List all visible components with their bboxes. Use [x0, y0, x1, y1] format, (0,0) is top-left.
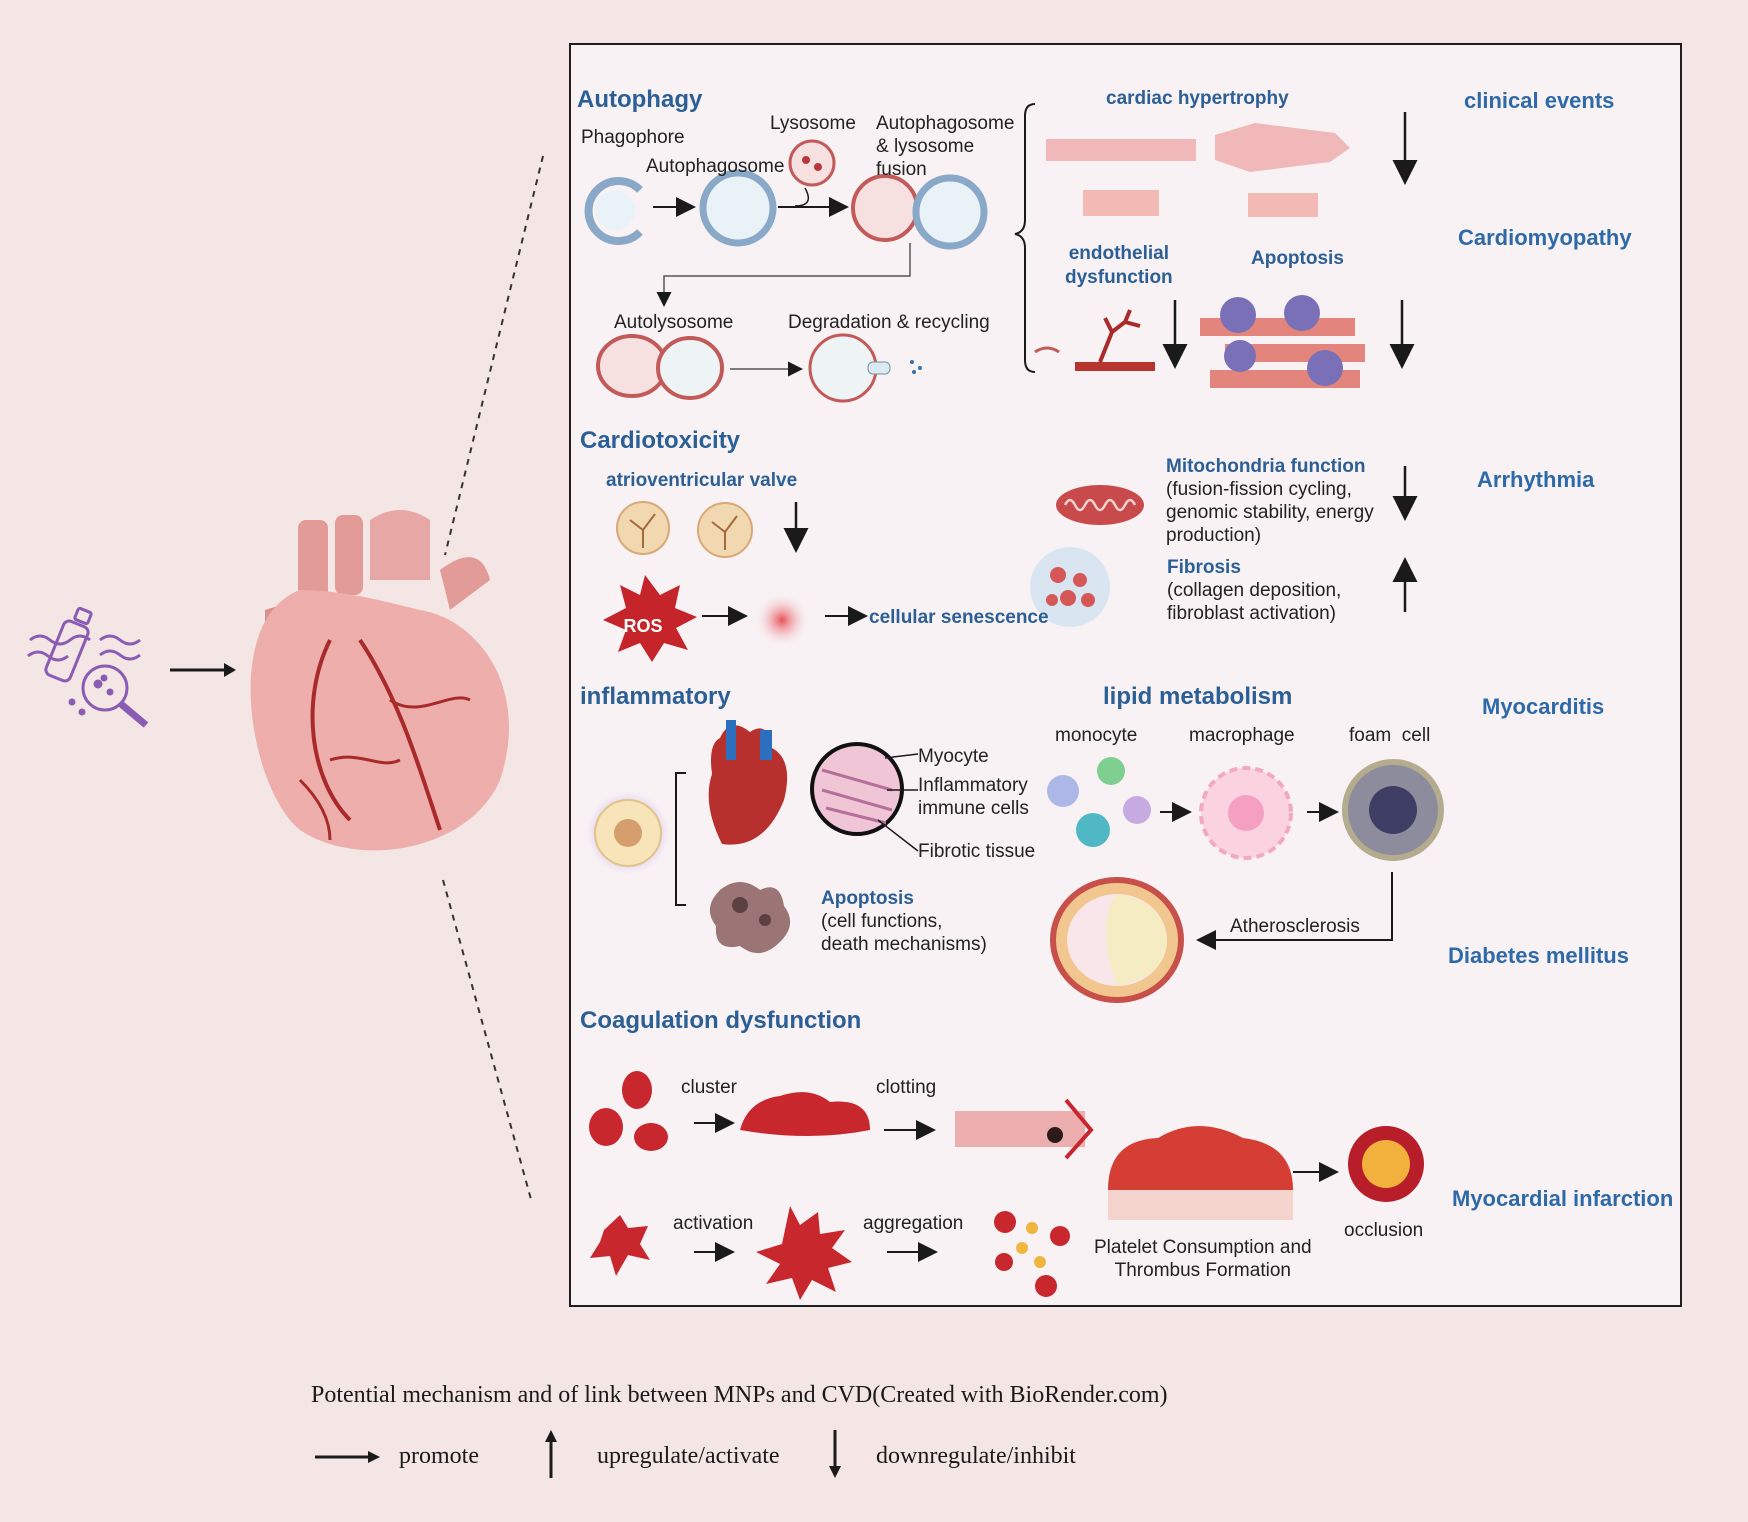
coagulation-title: Coagulation dysfunction: [580, 1007, 862, 1034]
lipid-metabolism-title: lipid metabolism: [1103, 683, 1293, 710]
arrhythmia-label: Arrhythmia: [1477, 467, 1595, 492]
foam-cell-graphic: [1342, 759, 1444, 861]
valve-graphics: [616, 501, 753, 558]
tissue-magnifier-graphic: [810, 742, 919, 852]
clotting-label: clotting: [876, 1077, 937, 1098]
figure-caption: Potential mechanism and of link between …: [311, 1382, 1168, 1408]
inflammatory-bracket: [675, 772, 686, 906]
legend-upregulate: upregulate/activate: [597, 1443, 780, 1469]
degradation-label: Degradation & recycling: [788, 312, 990, 333]
cluster-label: cluster: [681, 1077, 737, 1098]
cardiomyopathy-label: Cardiomyopathy: [1458, 225, 1632, 250]
cellular-senescence-label: cellular senescence: [869, 607, 1049, 628]
occlusion-label: occlusion: [1344, 1220, 1424, 1241]
artery-cross-section-graphic: [1050, 877, 1184, 1003]
apoptosis-myocyte-graphic: [1200, 295, 1365, 388]
aggregation-label: aggregation: [863, 1213, 964, 1234]
senescence-glow: [754, 592, 810, 648]
atrioventricular-valve-label: atrioventricular valve: [606, 470, 798, 491]
apoptotic-cell-graphic: [709, 882, 791, 954]
heart-cross-section-icon: [708, 720, 788, 845]
platelet-aggregate-graphic: [994, 1211, 1070, 1297]
foam-cell-label: foam cell: [1349, 725, 1431, 746]
downregulate-arrow-icon: [829, 1430, 841, 1478]
fusion-label: Autophagosome & lysosome fusion: [876, 113, 1015, 180]
cell-cluster-graphic: [740, 1092, 870, 1136]
platelet-graphic: [590, 1215, 650, 1276]
endothelial-graphic: [1034, 309, 1155, 371]
autophagosome-label: Autophagosome: [646, 156, 785, 177]
platelet-consumption-label: Platelet Consumption and Thrombus Format…: [1094, 1237, 1312, 1281]
ros-burst-icon: [603, 575, 697, 662]
phagophore-label: Phagophore: [581, 127, 685, 148]
dashed-connector-top: [444, 155, 544, 556]
promote-arrow-icon: [315, 1451, 380, 1463]
immune-cells-label: Inflammatory immune cells: [918, 775, 1029, 819]
myocarditis-label: Myocarditis: [1482, 694, 1605, 719]
endothelial-dysfunction-label: endothelial dysfunction: [1065, 243, 1173, 288]
inflammatory-title: inflammatory: [580, 683, 731, 710]
activation-label: activation: [673, 1213, 754, 1234]
clotting-vessel-graphic: [955, 1098, 1094, 1160]
ros-label: ROS: [623, 616, 662, 636]
monocyte-label: monocyte: [1055, 725, 1138, 746]
cardiomyocyte-graphics: [1046, 123, 1350, 217]
diabetes-label: Diabetes mellitus: [1448, 943, 1629, 968]
fusion-graphic: [851, 174, 988, 250]
phagophore-graphic: [584, 177, 643, 245]
upregulate-arrow-icon: [545, 1430, 557, 1478]
thrombus-graphic: [1108, 1126, 1293, 1190]
fibrosis-label: Fibrosis (collagen deposition, fibroblas…: [1167, 557, 1342, 624]
fibrotic-tissue-label: Fibrotic tissue: [918, 841, 1036, 862]
legend-promote: promote: [399, 1443, 479, 1469]
endothelium-layer: [1108, 1190, 1293, 1220]
exposure-arrow: [170, 663, 236, 677]
legend-downregulate: downregulate/inhibit: [876, 1443, 1076, 1469]
dashed-connector-bottom: [442, 879, 533, 1204]
cardiotoxicity-title: Cardiotoxicity: [580, 427, 741, 454]
inflammatory-apoptosis-label: Apoptosis (cell functions, death mechani…: [821, 888, 987, 955]
autolysosome-label: Autolysosome: [614, 312, 734, 333]
macrophage-graphic: [1199, 766, 1293, 860]
apoptosis-myocyte-label: Apoptosis: [1251, 248, 1344, 269]
autolysosome-graphic: [596, 334, 724, 400]
myocyte-label: Myocyte: [918, 746, 989, 767]
mitochondria-label: Mitochondria function (fusion-fission cy…: [1166, 456, 1374, 546]
atherosclerosis-label: Atherosclerosis: [1230, 916, 1360, 937]
mechanism-panel: [569, 43, 1682, 1307]
fibrosis-graphic: [1030, 547, 1110, 627]
clinical-events-label: clinical events: [1464, 88, 1615, 113]
cardiac-hypertrophy-label: cardiac hypertrophy: [1106, 88, 1289, 109]
autophagy-title: Autophagy: [577, 86, 703, 113]
monocyte-group-graphic: [1047, 757, 1151, 847]
activated-platelet-graphic: [756, 1206, 852, 1300]
heart-illustration: [250, 510, 509, 851]
autophagosome-graphic: [699, 169, 777, 247]
microplastic-magnifier-icon: [27, 606, 149, 728]
degradation-graphic: [808, 333, 922, 403]
lysosome-label: Lysosome: [770, 113, 856, 134]
macrophage-label: macrophage: [1189, 725, 1295, 746]
myocardial-infarction-label: Myocardial infarction: [1452, 1186, 1674, 1211]
mitochondria-graphic: [1056, 485, 1144, 525]
cardiomyopathy-brace: [1014, 103, 1036, 373]
lysosome-graphic: [788, 139, 836, 187]
occlusion-graphic: [1348, 1126, 1424, 1202]
red-blood-cells-graphic: [589, 1071, 668, 1151]
